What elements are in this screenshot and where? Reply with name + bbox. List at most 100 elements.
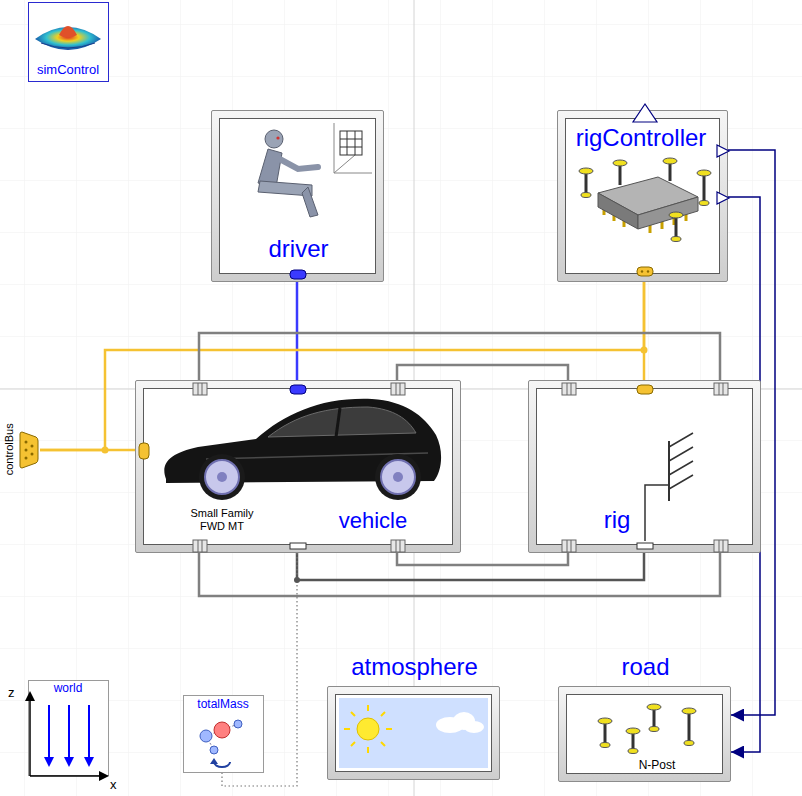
- gravity-axes-symbol: [84, 757, 94, 767]
- rig-ground-symbol: [529, 381, 762, 554]
- block-heading: road: [559, 653, 732, 681]
- block-label: driver: [222, 235, 375, 263]
- n-post-rig-icon: [628, 749, 638, 754]
- post-symbol: [613, 160, 627, 166]
- gravity-axes-symbol: [49, 705, 89, 757]
- flange-connector: [714, 383, 728, 395]
- post-symbol: [581, 193, 591, 198]
- connection-wire: [397, 553, 568, 565]
- gravity-axes-symbol: [30, 775, 101, 777]
- bus-connector-symbol: [20, 432, 38, 468]
- controller-chip-icon: [641, 270, 643, 272]
- post-symbol: [675, 215, 678, 239]
- post-symbol: [699, 201, 709, 206]
- sky-illustration: [339, 698, 488, 768]
- flange-connector: [193, 540, 207, 552]
- car-illustration: [199, 454, 245, 500]
- flange-connector: [637, 543, 653, 549]
- flange-connector: [562, 540, 576, 552]
- junction-dot: [641, 347, 648, 354]
- car-illustration: [205, 460, 239, 494]
- mass-sensor-block: totalMass: [183, 695, 264, 773]
- flange-connector: [391, 383, 405, 395]
- block-label: simControl: [31, 63, 105, 78]
- n-post-rig-icon: [598, 718, 612, 724]
- mass-sensor-icon: [234, 720, 242, 728]
- flange-connector: [714, 383, 728, 395]
- n-post-rig-icon: [626, 728, 640, 734]
- gravity-axes-symbol: [99, 771, 109, 781]
- gravity-axes-symbol: [29, 699, 31, 776]
- driver-dummy-icon: [340, 131, 362, 155]
- connection-wire: [296, 282, 299, 380]
- driver-dummy-icon: [265, 130, 283, 148]
- flange-connector: [193, 383, 207, 395]
- flange-connector: [567, 383, 571, 395]
- flange-connector: [391, 540, 405, 552]
- simulation-control-block: simControl: [28, 2, 109, 82]
- block-label: controlBus: [3, 417, 16, 481]
- connection-wire: [643, 282, 646, 380]
- axis-label: x: [110, 778, 117, 793]
- block-label: vehicle: [313, 508, 433, 533]
- block-label: world: [31, 682, 105, 696]
- car-illustration: [393, 472, 403, 482]
- mass-sensor-icon: [210, 746, 218, 754]
- car-illustration: [375, 454, 421, 500]
- car-illustration: [268, 407, 416, 437]
- block-label: rig: [577, 506, 657, 534]
- block-label: totalMass: [186, 698, 260, 712]
- rig-ground-symbol: [668, 441, 670, 501]
- surface-plot-icon: [35, 26, 101, 50]
- bus-connector-symbol: [31, 453, 34, 456]
- atmosphere-block: atmosphere: [327, 686, 500, 780]
- flange-connector: [193, 383, 207, 395]
- n-post-rig-icon: [684, 741, 694, 746]
- post-symbol: [671, 237, 681, 242]
- vehicle-block: Small Family FWD MTvehicle: [135, 380, 461, 553]
- mass-sensor-icon: [200, 720, 242, 767]
- sky-illustration: [328, 687, 501, 781]
- mass-sensor-icon: [210, 758, 218, 764]
- n-post-rig-icon: [649, 727, 659, 732]
- n-post-rig-icon: [598, 704, 696, 754]
- post-symbol: [579, 168, 593, 174]
- sky-illustration: [464, 721, 484, 733]
- flange-connector: [139, 443, 149, 459]
- controller-chip-icon: [647, 270, 649, 272]
- flange-connector: [290, 543, 306, 549]
- connection-wire: [199, 333, 720, 380]
- bus-connector-symbol: [25, 441, 28, 444]
- flange-connector: [714, 540, 728, 552]
- flange-connector: [637, 385, 653, 394]
- car-illustration: [336, 408, 340, 437]
- flange-connector: [719, 540, 723, 552]
- gravity-axes-symbol: [29, 681, 107, 777]
- flange-connector: [193, 540, 207, 552]
- controller-chip-icon: [598, 193, 638, 229]
- post-symbol: [669, 212, 683, 218]
- car-illustration: [164, 399, 441, 500]
- mass-sensor-icon: [214, 722, 230, 738]
- axis-label: z: [8, 686, 15, 701]
- n-post-rig-icon: [600, 743, 610, 748]
- car-illustration: [136, 381, 462, 554]
- surface-plot-icon: [59, 26, 77, 38]
- flange-connector: [567, 540, 571, 552]
- flange-connector: [562, 383, 576, 395]
- n-post-rig-icon: [604, 721, 607, 745]
- controller-chip-icon: [717, 192, 729, 204]
- driver-dummy-icon: [276, 136, 279, 139]
- n-post-rig-icon: [682, 708, 696, 714]
- rig-ground-symbol: [645, 433, 693, 541]
- gravity-axes-symbol: [25, 691, 35, 701]
- n-post-rig-icon: [647, 704, 661, 710]
- car-illustration: [381, 460, 415, 494]
- driver-dummy-icon: [276, 157, 318, 169]
- driver-block: driver: [211, 110, 384, 282]
- flange-connector: [714, 540, 728, 552]
- block-label: rigController: [566, 124, 716, 152]
- sky-illustration: [339, 698, 488, 768]
- connection-wire: [297, 553, 644, 580]
- driver-dummy-icon: [340, 131, 362, 155]
